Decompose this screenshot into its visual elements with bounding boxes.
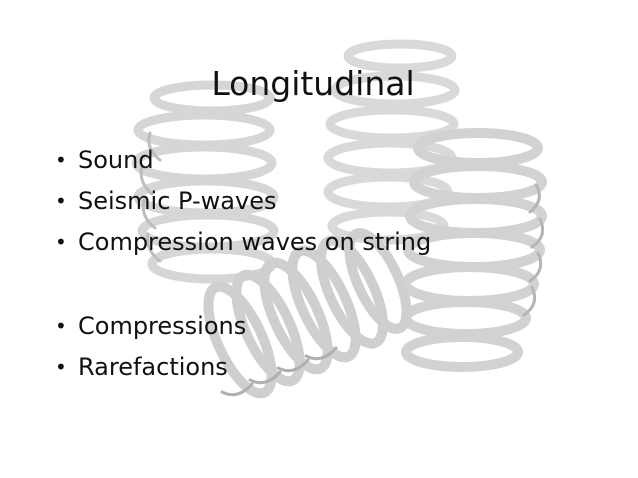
bullet-icon: • bbox=[55, 355, 67, 379]
bullet-icon: • bbox=[55, 314, 67, 338]
bullet-icon: • bbox=[55, 230, 67, 254]
lying-spring bbox=[203, 228, 412, 399]
bullet-text: Seismic P-waves bbox=[78, 187, 277, 215]
bullet-text: Compressions bbox=[78, 312, 247, 340]
bullet-icon: • bbox=[55, 189, 67, 213]
bullet-text: Rarefactions bbox=[78, 353, 228, 381]
bullet-text: Sound bbox=[78, 146, 154, 174]
bullet-text: Compression waves on string bbox=[78, 228, 432, 256]
left-spring bbox=[131, 80, 279, 284]
slide-title: Longitudinal bbox=[211, 64, 415, 103]
bullet-icon: • bbox=[55, 148, 67, 172]
right-spring bbox=[401, 128, 547, 372]
